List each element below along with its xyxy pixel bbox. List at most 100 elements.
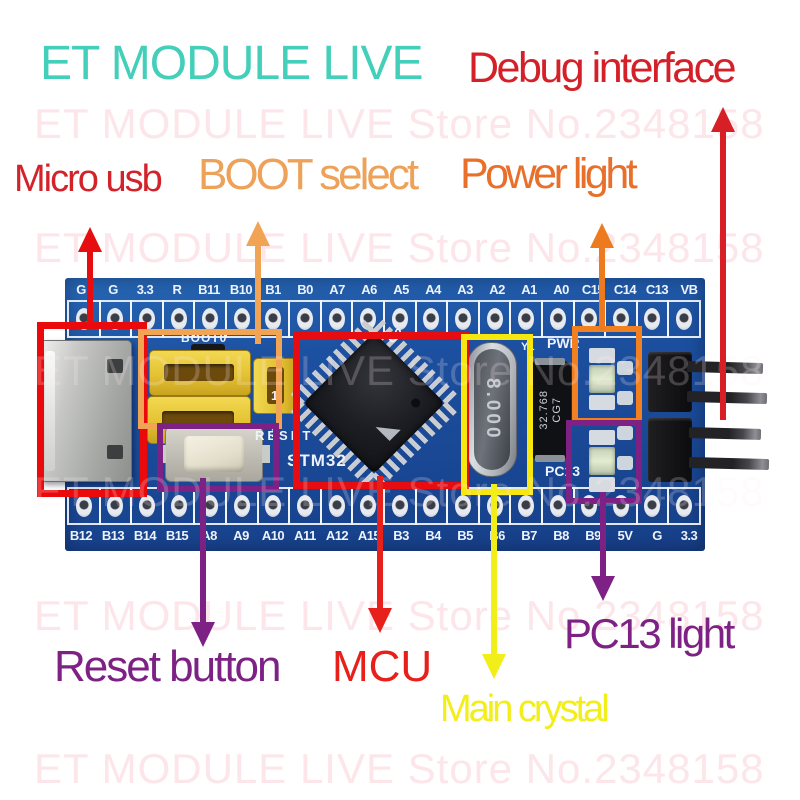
callout-mcu: MCU bbox=[332, 642, 433, 691]
header-pad bbox=[617, 426, 633, 440]
pin-label: A15 bbox=[357, 528, 381, 543]
stm32-silkscreen: STM32 bbox=[287, 451, 347, 470]
watermark-text: ET MODULE LIVE Store No.2348158 bbox=[34, 224, 765, 271]
jumper-slot bbox=[164, 364, 234, 381]
callout-boot-select: BOOT select bbox=[198, 150, 419, 199]
reset-button-arrow-icon bbox=[191, 622, 215, 647]
pin-hole bbox=[644, 308, 661, 330]
pin-label: A4 bbox=[425, 282, 441, 297]
header-pad bbox=[617, 391, 633, 405]
pin-hole bbox=[138, 495, 155, 517]
pin-label: B12 bbox=[69, 528, 93, 543]
pin-label: C15 bbox=[581, 282, 605, 297]
pin-hole bbox=[233, 308, 250, 330]
pin-label: B7 bbox=[521, 528, 537, 543]
pin-label: VB bbox=[680, 282, 698, 297]
pin-hole bbox=[486, 308, 503, 330]
pin-hole bbox=[549, 308, 566, 330]
mcu-arrow-icon bbox=[368, 608, 392, 633]
pin-hole bbox=[360, 495, 377, 517]
pin-hole bbox=[518, 308, 535, 330]
pin-label: B15 bbox=[165, 528, 189, 543]
header-pad bbox=[617, 361, 633, 375]
pin-hole bbox=[676, 308, 693, 330]
pin-hole-cell bbox=[667, 300, 701, 338]
pin-hole bbox=[518, 495, 535, 517]
store-title: ET MODULE LIVE bbox=[40, 37, 424, 90]
pin-label: B10 bbox=[229, 282, 253, 297]
pin-label: B4 bbox=[425, 528, 441, 543]
pin-label: A11 bbox=[294, 528, 316, 543]
pin-label: A7 bbox=[329, 282, 345, 297]
callout-power-light: Power light bbox=[460, 150, 638, 198]
pin-label: B9 bbox=[585, 528, 601, 543]
pin-hole bbox=[75, 495, 92, 517]
pin-label: G bbox=[652, 528, 662, 543]
watermark-text: ET MODULE LIVE Store No.2348158 bbox=[34, 100, 765, 147]
pin-hole bbox=[265, 308, 282, 330]
pin-label: C14 bbox=[613, 282, 637, 297]
pin-label: A6 bbox=[361, 282, 377, 297]
pin-label: A8 bbox=[201, 528, 217, 543]
rtc-crystal-component: 32.768 CG7 bbox=[529, 358, 571, 462]
pin-label: R bbox=[172, 282, 182, 297]
main-crystal-arrow-line bbox=[491, 484, 497, 656]
pin-hole bbox=[454, 495, 471, 517]
boot-select-arrow-icon bbox=[246, 221, 270, 246]
pin-label: B13 bbox=[101, 528, 125, 543]
main-crystal-arrow-icon bbox=[482, 654, 506, 679]
pin-hole bbox=[328, 495, 345, 517]
pin-hole bbox=[423, 308, 440, 330]
usb-mount-tab bbox=[107, 359, 123, 373]
solder-pad bbox=[589, 430, 615, 445]
pin-label: A0 bbox=[553, 282, 569, 297]
pin-hole-cell bbox=[540, 300, 575, 338]
header-pad bbox=[617, 456, 633, 470]
solder-pad bbox=[589, 348, 615, 363]
pin-hole bbox=[233, 495, 250, 517]
pin-hole bbox=[296, 308, 313, 330]
pin-hole bbox=[581, 308, 598, 330]
watermark-text: ET MODULE LIVE Store No.2348158 bbox=[34, 592, 765, 639]
reset-button-arrow-line bbox=[200, 478, 206, 624]
crystal-cap bbox=[535, 455, 565, 462]
callout-reset-button: Reset button bbox=[54, 642, 281, 691]
pin-hole bbox=[391, 308, 408, 330]
debug-header-plastic bbox=[648, 418, 692, 482]
pin-hole bbox=[202, 495, 219, 517]
button-leg bbox=[262, 445, 270, 463]
pin-hole bbox=[676, 495, 693, 517]
power-light-arrow-line bbox=[599, 246, 605, 330]
rtc-frequency: 32.768 bbox=[537, 390, 550, 430]
pc13-arrow-icon bbox=[591, 576, 615, 601]
crystal-cap bbox=[535, 358, 565, 365]
pin-hole bbox=[454, 308, 471, 330]
main-crystal-component: 8.000 bbox=[467, 342, 517, 477]
micro-usb-connector bbox=[40, 340, 132, 482]
callout-main-crystal: Main crystal bbox=[440, 688, 610, 730]
pin-hole bbox=[612, 308, 629, 330]
power-light-arrow-icon bbox=[590, 223, 614, 248]
pin-hole bbox=[328, 308, 345, 330]
pin-hole bbox=[170, 495, 187, 517]
pin-label: B11 bbox=[198, 282, 220, 297]
pin-hole bbox=[423, 495, 440, 517]
watermark-text: ET MODULE LIVE Store No.2348158 bbox=[34, 468, 765, 515]
pin-label: G bbox=[108, 282, 118, 297]
watermark-text: ET MODULE LIVE Store No.2348158 bbox=[34, 745, 765, 792]
pin-hole bbox=[296, 495, 313, 517]
pin-label: A12 bbox=[325, 528, 349, 543]
pin-label: G bbox=[76, 282, 86, 297]
pin-label: A5 bbox=[393, 282, 409, 297]
debug-header-plastic bbox=[648, 352, 692, 412]
usb-mount-tab bbox=[107, 445, 123, 459]
crystal-face: 8.000 bbox=[474, 349, 510, 470]
pin-label: A3 bbox=[457, 282, 473, 297]
reset-button-highlight-box bbox=[157, 423, 279, 492]
watermark-text: ET MODULE LIVE Store No.2348158 bbox=[34, 347, 765, 394]
pin-label: B8 bbox=[553, 528, 569, 543]
debug-interface-arrow-line bbox=[720, 130, 726, 420]
callout-micro-usb: Micro usb bbox=[14, 158, 163, 200]
pc13-arrow-line bbox=[600, 492, 606, 578]
